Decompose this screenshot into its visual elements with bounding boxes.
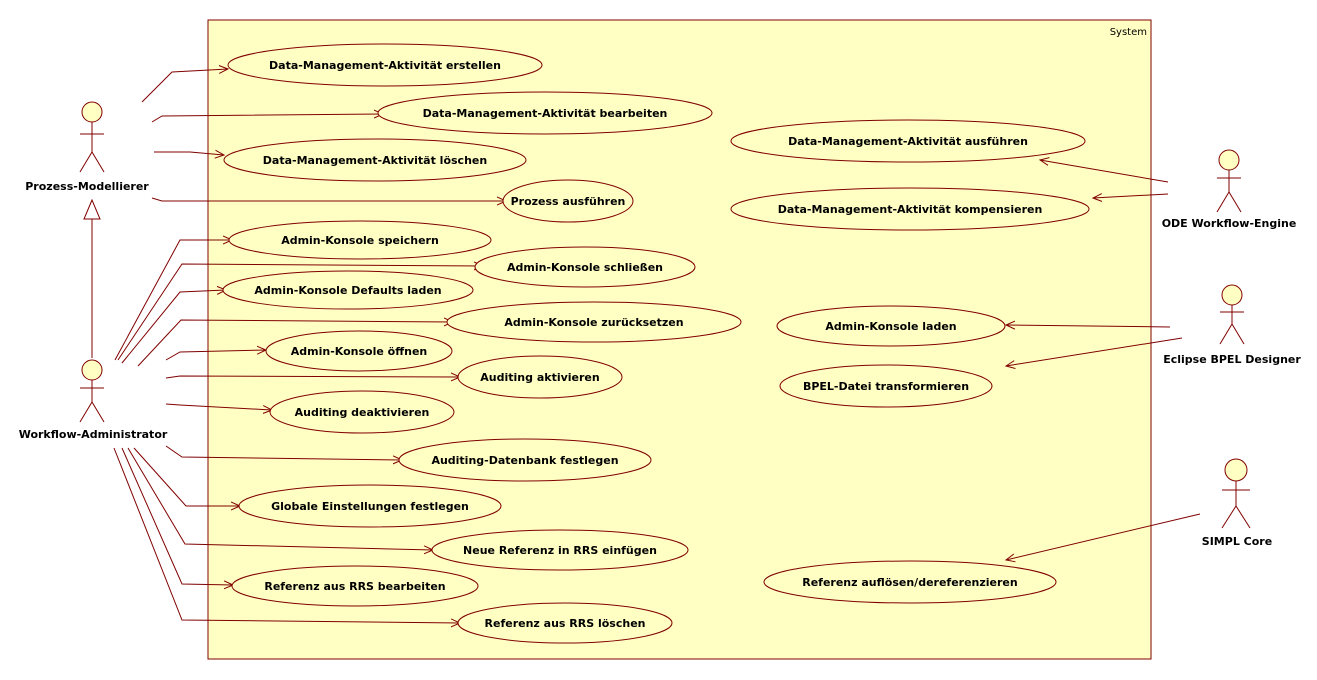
use-case-label: Neue Referenz in RRS einfügen: [463, 544, 657, 557]
stick-figure-icon: [79, 101, 105, 173]
assoc-eclipse-bpel: [1006, 337, 1183, 366]
assoc-modeller-dm-create: [141, 69, 228, 103]
assoc-admin-ac-defaults: [121, 290, 226, 364]
actor-label: ODE Workflow-Engine: [1162, 217, 1297, 230]
assoc-modeller-dm-edit: [151, 114, 383, 123]
use-case-label: Data-Management-Aktivität bearbeiten: [423, 107, 668, 120]
use-case-aud-db: Auditing-Datenbank festlegen: [398, 438, 652, 482]
assoc-admin-rrs-delete: [113, 447, 460, 623]
use-case-label: Referenz aus RRS bearbeiten: [264, 580, 445, 593]
actor-label: Prozess-Modellierer: [25, 180, 149, 193]
assoc-admin-rrs-edit: [121, 447, 233, 585]
use-case-label: Admin-Konsole schließen: [507, 261, 663, 274]
assoc-admin-rrs-insert: [127, 447, 433, 550]
use-case-ac-close: Admin-Konsole schließen: [474, 246, 696, 288]
use-case-process-run: Prozess ausführen: [502, 179, 634, 223]
use-case-label: Auditing deaktivieren: [295, 406, 430, 419]
association-lines: [113, 69, 1201, 623]
assoc-admin-aud-on: [165, 376, 460, 378]
assoc-admin-aud-off: [165, 403, 272, 410]
stick-figure-icon: [1219, 284, 1245, 345]
stick-figure-icon: [1221, 458, 1251, 529]
use-case-rrs-edit: Referenz aus RRS bearbeiten: [231, 565, 479, 607]
use-case-rrs-delete: Referenz aus RRS löschen: [457, 602, 673, 644]
assoc-admin-ac-save: [114, 240, 232, 361]
use-case-label: Data-Management-Aktivität kompensieren: [778, 203, 1043, 216]
actor-eclipse-bpel-designer: Eclipse BPEL Designer: [1163, 284, 1301, 366]
use-case-label: Referenz aus RRS löschen: [485, 617, 646, 630]
use-case-ac-open: Admin-Konsole öffnen: [265, 330, 453, 372]
use-case-aud-on: Auditing aktivieren: [457, 355, 623, 399]
assoc-eclipse-ac-load: [1006, 325, 1171, 327]
use-case-dm-delete: Data-Management-Aktivität löschen: [223, 138, 527, 182]
use-case-bpel-transform: BPEL-Datei transformieren: [779, 364, 993, 408]
generalization-admin-modeller: [83, 198, 101, 358]
assoc-admin-ac-reset: [137, 320, 453, 367]
use-case-label: Auditing aktivieren: [480, 371, 599, 384]
use-case-label: Data-Management-Aktivität ausführen: [788, 135, 1028, 148]
use-case-label: Data-Management-Aktivität löschen: [263, 154, 487, 167]
use-case-label: Admin-Konsole Defaults laden: [254, 284, 441, 297]
use-case-ac-reset: Admin-Konsole zurücksetzen: [446, 301, 742, 343]
use-case-dm-create: Data-Management-Aktivität erstellen: [227, 43, 543, 87]
use-case-label: Admin-Konsole öffnen: [291, 345, 428, 358]
actor-label: SIMPL Core: [1202, 535, 1272, 548]
use-case-ref-resolve: Referenz auflösen/dereferenzieren: [763, 560, 1057, 604]
use-case-global-settings: Globale Einstellungen festlegen: [238, 484, 502, 528]
assoc-admin-aud-db: [165, 445, 402, 460]
assoc-simpl-ref-resolve: [1006, 513, 1201, 560]
actor-workflow-administrator: Workflow-Administrator: [19, 359, 168, 441]
assoc-ode-dm-execute: [1040, 160, 1169, 183]
use-case-dm-execute: Data-Management-Aktivität ausführen: [730, 119, 1086, 163]
assoc-modeller-process-run: [151, 198, 506, 201]
use-case-ac-defaults: Admin-Konsole Defaults laden: [222, 270, 474, 310]
use-case-label: Data-Management-Aktivität erstellen: [269, 59, 501, 72]
use-case-label: Referenz auflösen/dereferenzieren: [802, 576, 1017, 589]
actor-prozess-modellierer: Prozess-Modellierer: [25, 101, 149, 193]
assoc-admin-ac-open: [165, 350, 266, 361]
use-case-dm-compensate: Data-Management-Aktivität kompensieren: [730, 187, 1090, 231]
use-case-label: BPEL-Datei transformieren: [803, 380, 969, 393]
use-case-label: Globale Einstellungen festlegen: [271, 500, 469, 513]
use-case-aud-off: Auditing deaktivieren: [269, 390, 455, 434]
use-case-dm-edit: Data-Management-Aktivität bearbeiten: [377, 91, 713, 135]
actor-simpl-core: SIMPL Core: [1202, 458, 1272, 548]
system-label: System: [1110, 27, 1147, 38]
use-case-label: Admin-Konsole zurücksetzen: [504, 316, 683, 329]
stick-figure-icon: [79, 359, 105, 423]
assoc-admin-global: [133, 447, 240, 506]
assoc-modeller-dm-delete: [154, 152, 224, 155]
assoc-ode-dm-compensate: [1093, 194, 1169, 198]
use-case-label: Prozess ausführen: [511, 195, 626, 208]
use-case-rrs-insert: Neue Referenz in RRS einfügen: [431, 529, 689, 571]
use-case-label: Admin-Konsole speichern: [281, 234, 439, 247]
actor-label: Eclipse BPEL Designer: [1163, 353, 1301, 366]
use-case-ac-load: Admin-Konsole laden: [776, 305, 1006, 347]
use-case-label: Auditing-Datenbank festlegen: [431, 454, 618, 467]
stick-figure-icon: [1216, 149, 1242, 213]
actor-label: Workflow-Administrator: [19, 428, 168, 441]
use-case-label: Admin-Konsole laden: [825, 320, 956, 333]
use-case-ac-save: Admin-Konsole speichern: [228, 220, 492, 260]
actor-ode-workflow-engine: ODE Workflow-Engine: [1162, 149, 1297, 230]
generalization-arrowhead: [83, 198, 101, 220]
assoc-admin-ac-close: [117, 264, 483, 361]
